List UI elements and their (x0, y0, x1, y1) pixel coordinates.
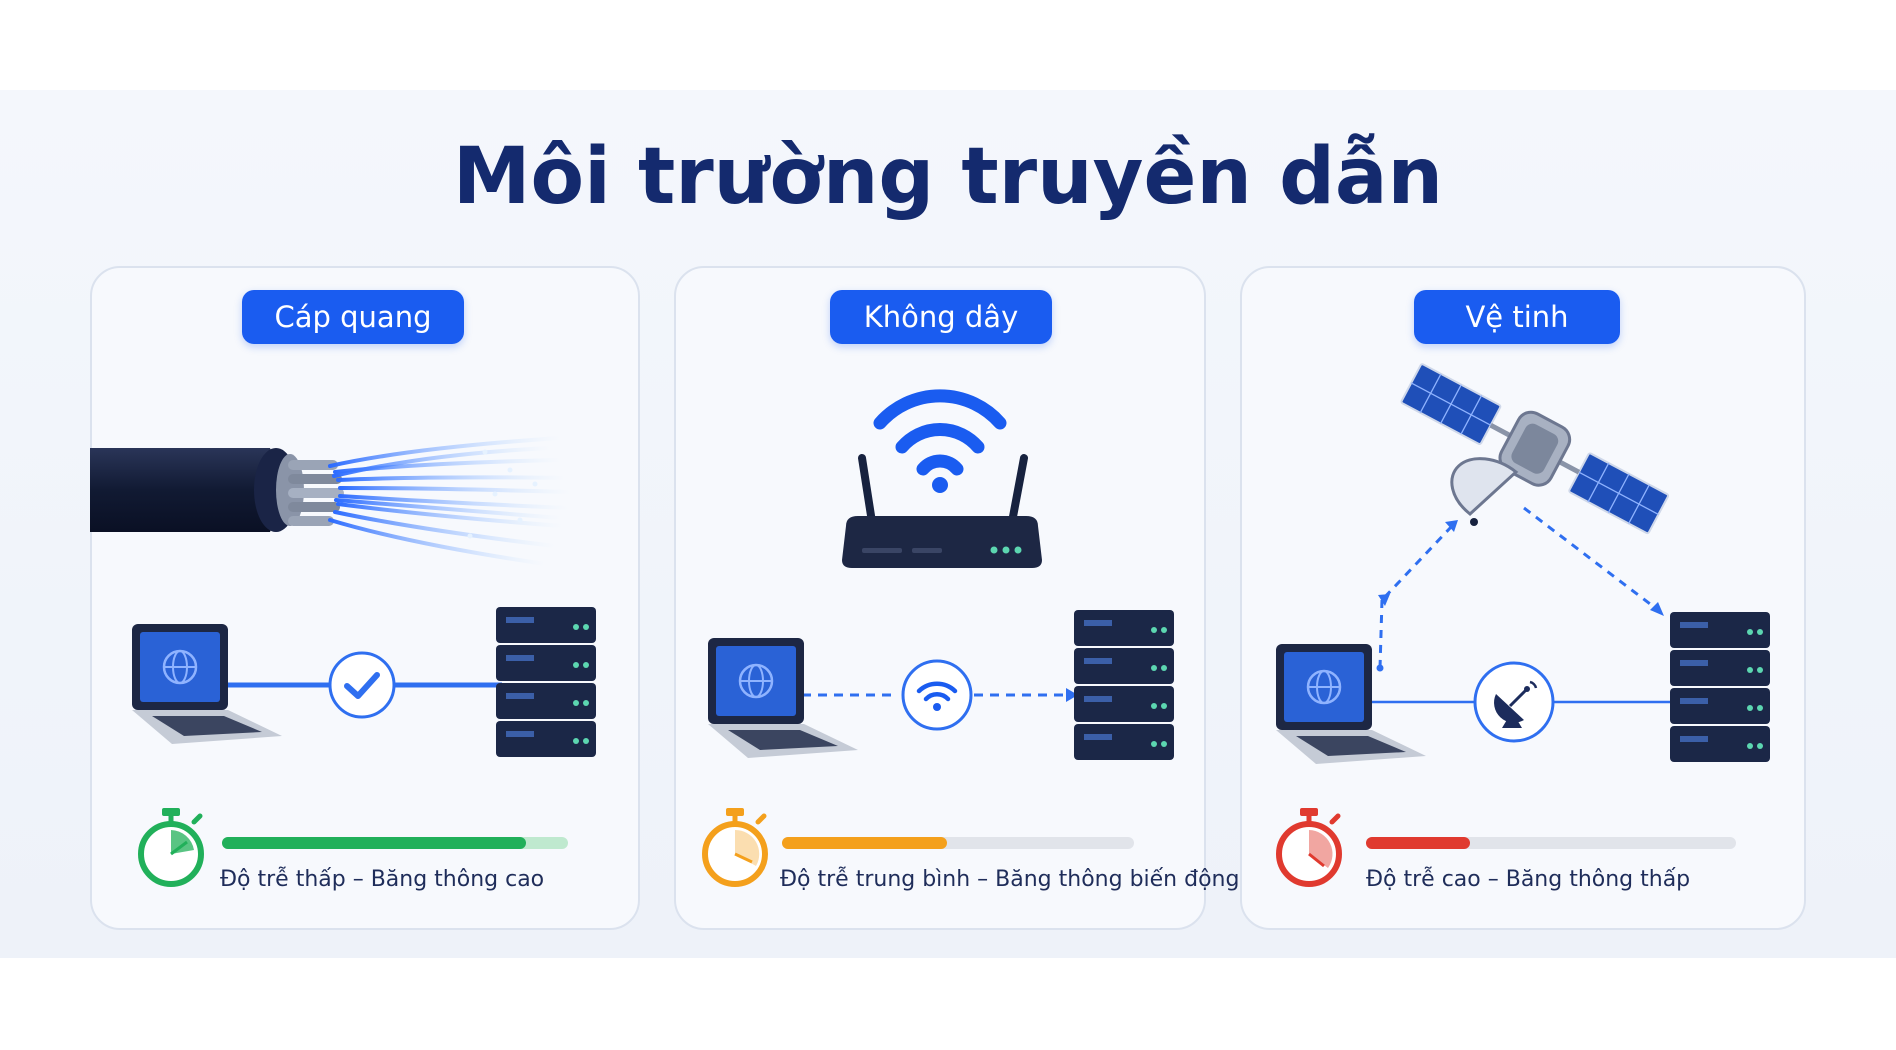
panel-wireless-label: Không dây (830, 290, 1052, 344)
panel-fiber-caption: Độ trễ thấp – Băng thông cao (220, 867, 545, 892)
bandwidth-bar (1366, 837, 1736, 849)
bandwidth-bar (782, 837, 1134, 849)
router-icon (842, 454, 1042, 568)
laptop-icon (708, 638, 858, 758)
server-rack-icon (1670, 612, 1770, 762)
stopwatch-icon (138, 808, 204, 887)
bandwidth-bar (222, 837, 568, 849)
bandwidth-bar-fill (782, 837, 948, 849)
page-title: Môi trường truyền dẫn (452, 132, 1444, 222)
laptop-icon (132, 624, 282, 744)
satellite-dish-icon (1473, 661, 1555, 743)
server-rack-icon (496, 607, 596, 757)
satellite-icon (1400, 363, 1670, 535)
bandwidth-bar-fill (1366, 837, 1470, 849)
panel-fiber-label: Cáp quang (242, 290, 464, 344)
check-icon (328, 651, 396, 719)
stopwatch-icon (702, 808, 768, 887)
stopwatch-icon (1276, 808, 1342, 887)
wifi-icon (901, 659, 973, 731)
wifi-icon (873, 389, 1007, 493)
panel-wireless-caption: Độ trễ trung bình – Băng thông biến động (780, 867, 1240, 892)
panel-satellite-caption: Độ trễ cao – Băng thông thấp (1366, 867, 1691, 892)
satellite-link-lines (1376, 506, 1664, 672)
bandwidth-bar-fill (222, 837, 527, 849)
panel-satellite: Vệ tinh (1240, 266, 1806, 930)
panel-fiber: Cáp quang (90, 266, 640, 930)
laptop-icon (1276, 644, 1426, 764)
satellite-ground-link (1362, 700, 1672, 704)
panel-wireless: Không dây (674, 266, 1239, 930)
wireless-link-line (786, 688, 1078, 702)
fiber-cable-icon (90, 436, 572, 566)
panel-satellite-label: Vệ tinh (1414, 290, 1620, 344)
server-rack-icon (1074, 610, 1174, 760)
